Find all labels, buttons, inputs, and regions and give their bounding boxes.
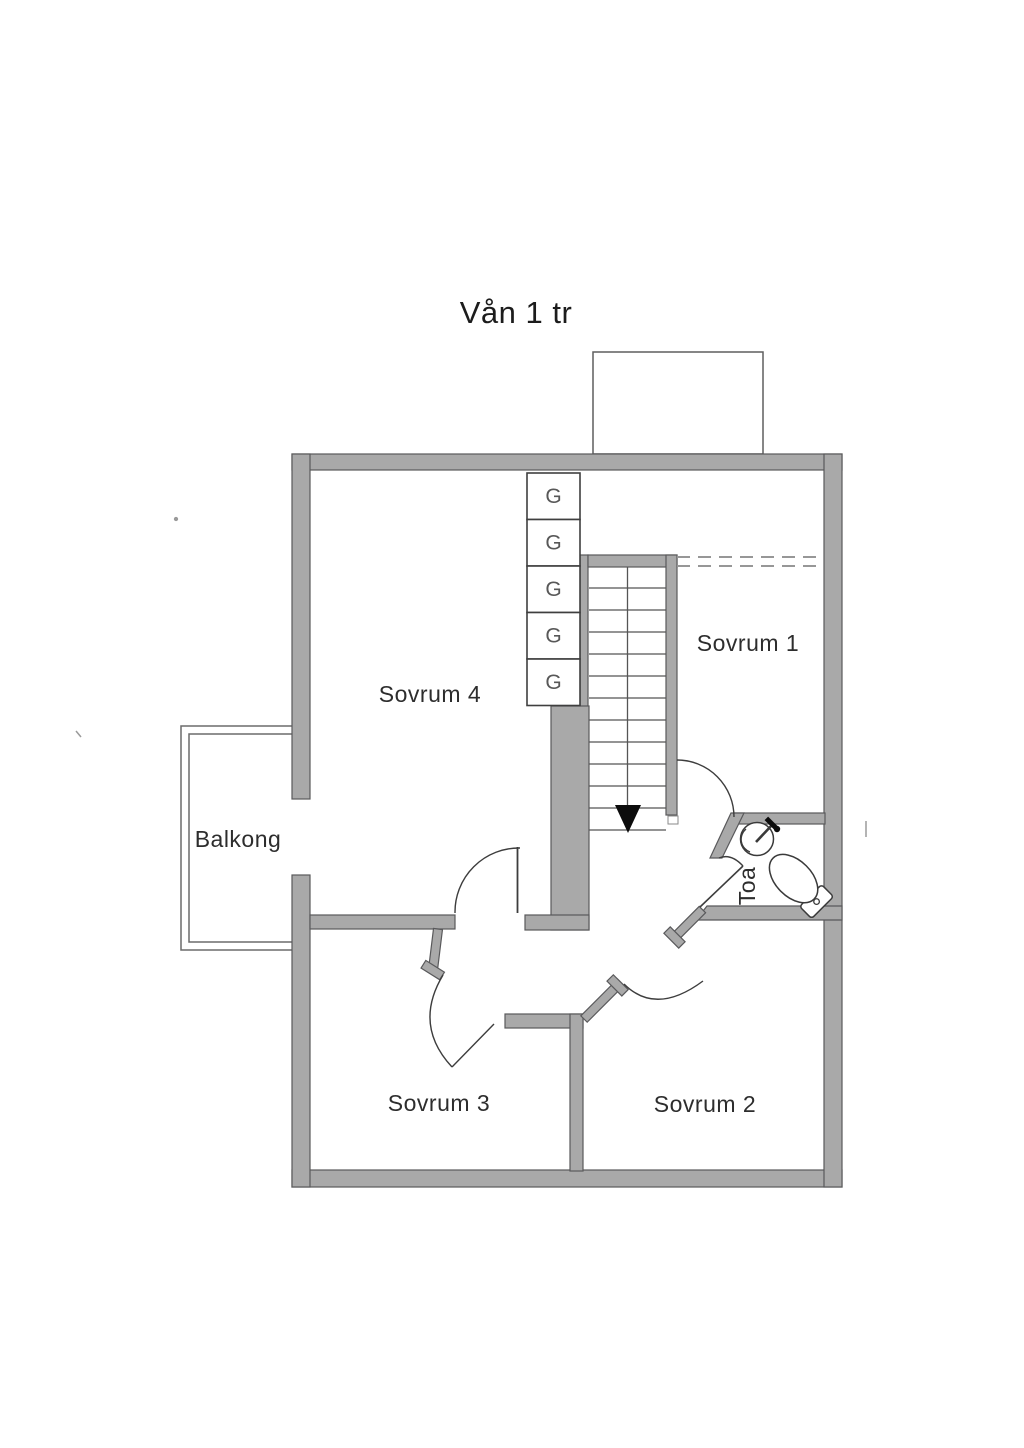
sovrum2-door-arc xyxy=(623,980,704,1000)
sink-tap-knob xyxy=(773,825,781,833)
wardrobe-cabinet xyxy=(526,472,581,521)
sink-inner-rim xyxy=(740,828,751,853)
staircase xyxy=(589,567,666,833)
toa-door-arc xyxy=(718,855,744,867)
door-leaf-cap xyxy=(606,973,630,997)
room-label-sovrum3: Sovrum 3 xyxy=(388,1090,490,1116)
page-title: Vån 1 tr xyxy=(460,295,573,330)
wall-bottom xyxy=(291,1169,843,1188)
toa-top-wall xyxy=(734,812,826,825)
room-label-sovrum2: Sovrum 2 xyxy=(654,1091,756,1117)
outer-walls xyxy=(291,453,843,1188)
toa-door-leaf xyxy=(699,865,744,908)
wall-left-upper xyxy=(291,453,311,800)
room-labels: Sovrum 4 Sovrum 1 Sovrum 3 Sovrum 2 Balk… xyxy=(195,630,799,1117)
wardrobe-cabinet xyxy=(526,658,581,707)
wall-top xyxy=(291,453,843,471)
wardrobe-label: G xyxy=(545,578,561,601)
scan-artifact-dot xyxy=(173,516,179,522)
wardrobe-label: G xyxy=(545,671,561,694)
room-label-sovrum4: Sovrum 4 xyxy=(379,681,481,707)
door-post xyxy=(667,815,679,825)
room-label-sovrum1: Sovrum 1 xyxy=(697,630,799,656)
balcony-inner-rail xyxy=(188,733,292,943)
wall-left-lower xyxy=(291,874,311,1188)
hall-wall-left xyxy=(309,914,456,930)
interior-walls xyxy=(309,554,843,1172)
sovrum1-door-arc xyxy=(676,759,735,818)
stairs-left-wall xyxy=(579,554,589,708)
sink-tap xyxy=(755,824,773,843)
canopy-outline xyxy=(592,351,764,455)
sovrum4-door-arc xyxy=(454,847,521,914)
toilet-icon xyxy=(768,853,834,919)
toa-diagonal-wall xyxy=(709,812,745,859)
room-label-balkong: Balkong xyxy=(195,826,282,852)
stairs-down-arrow-icon xyxy=(615,805,641,833)
scan-artifact-mark xyxy=(75,730,82,738)
door-leaf-cap xyxy=(663,926,686,949)
wardrobe-label: G xyxy=(545,485,561,508)
stairs-right-wall xyxy=(665,554,678,816)
hall-door-leaf xyxy=(663,905,707,949)
wardrobe-cabinet xyxy=(526,565,581,614)
wardrobe-label: G xyxy=(545,625,561,648)
doors xyxy=(420,759,744,1068)
sink-icon xyxy=(739,816,781,857)
stairs-top-wall xyxy=(587,554,678,568)
wardrobe-label: G xyxy=(545,532,561,555)
room-label-toa: Toa xyxy=(734,867,760,906)
balcony-outer-rail xyxy=(180,725,292,951)
sovrum2-door-leaf xyxy=(579,973,630,1024)
sovrum3-door-chord xyxy=(451,1023,495,1068)
core-wall xyxy=(550,705,590,931)
wall-right xyxy=(823,453,843,1188)
core-wall-foot xyxy=(524,914,590,931)
balcony xyxy=(180,725,292,951)
toilet-bowl xyxy=(768,853,819,904)
sovrum3-door-leaf xyxy=(420,927,446,981)
divider-wall-vertical xyxy=(569,1013,584,1172)
sovrum3-door-arc xyxy=(429,974,453,1068)
toilet-flush-button xyxy=(813,898,821,906)
toa-fixtures xyxy=(739,816,834,919)
ceiling-dashed-lines xyxy=(677,556,824,567)
scan-artifacts xyxy=(75,516,867,837)
wardrobe-column: G G G G G xyxy=(526,472,581,707)
